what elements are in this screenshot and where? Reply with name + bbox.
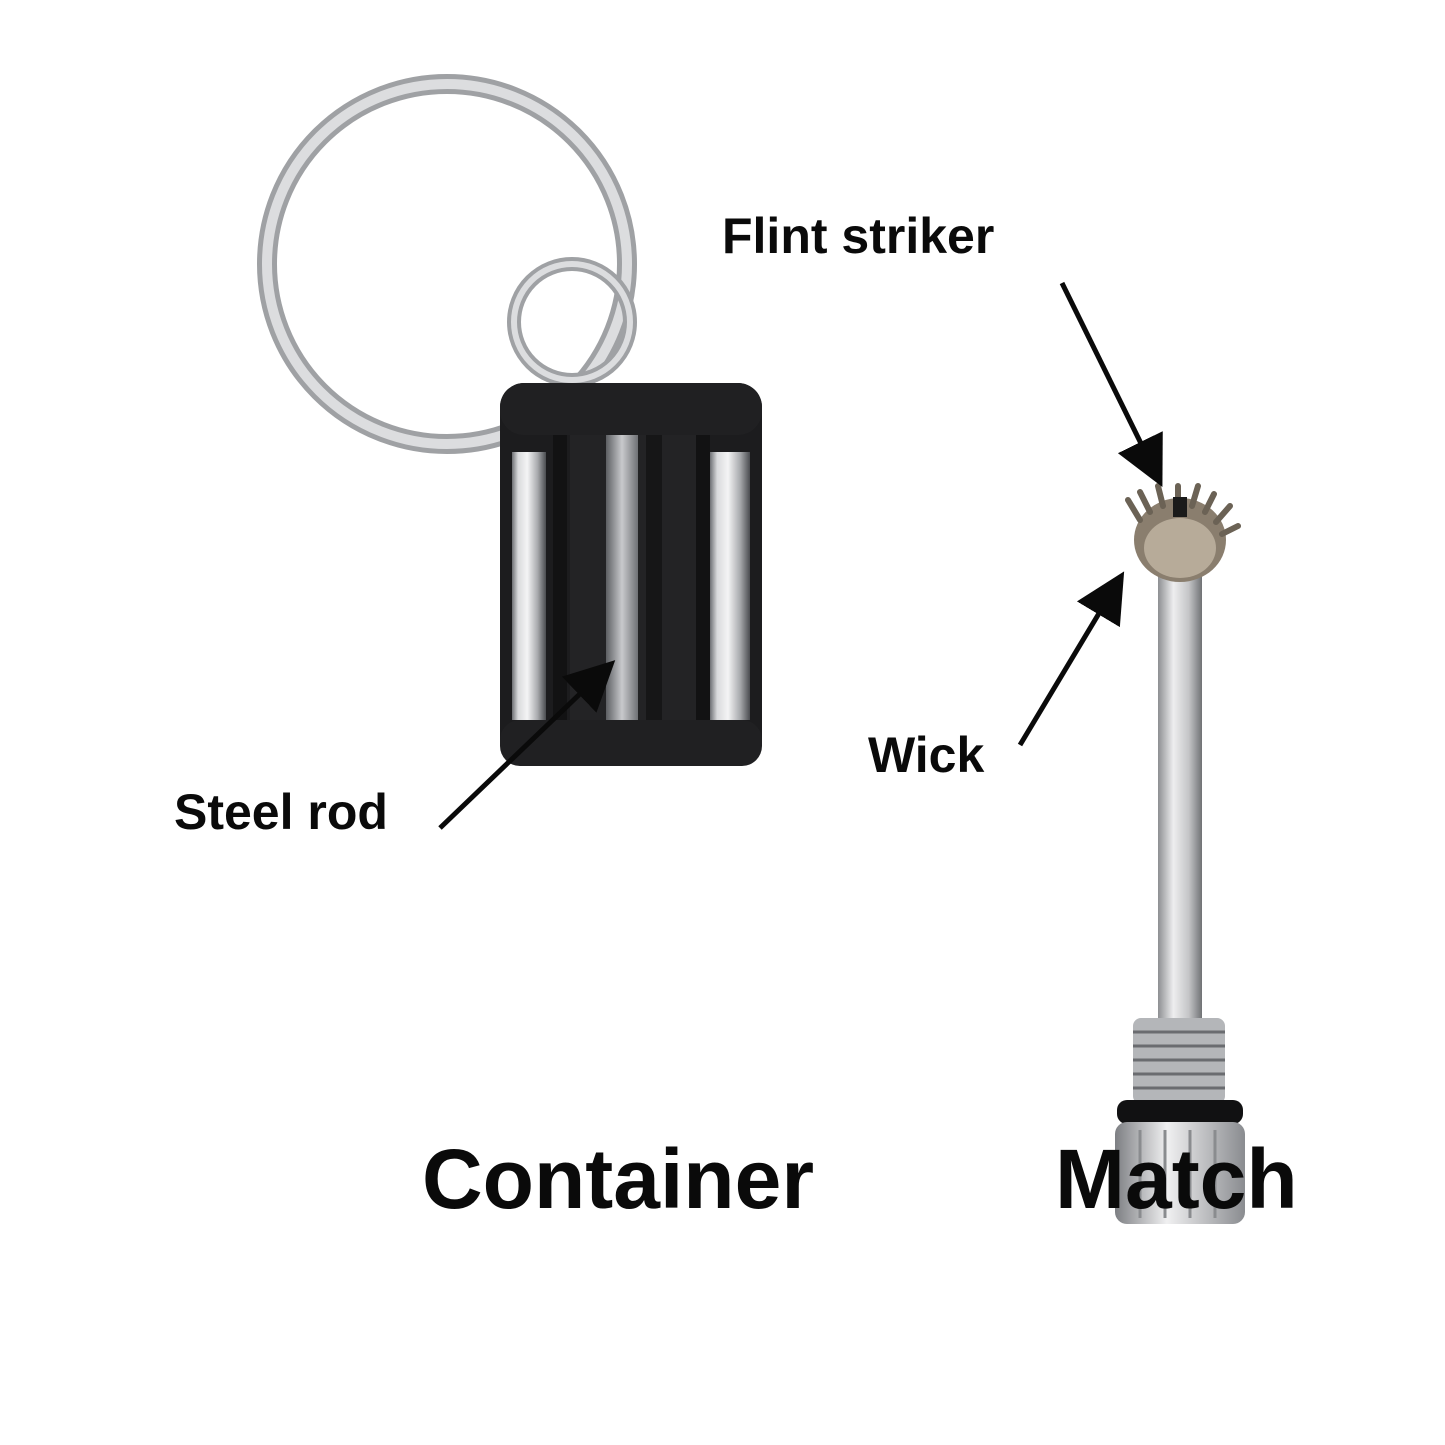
label-steel-rod: Steel rod [174, 784, 388, 840]
thread-icon [1133, 1018, 1225, 1104]
label-flint-striker: Flint striker [722, 208, 995, 264]
wick-tuft-icon [1125, 483, 1241, 582]
label-match: Match [1055, 1132, 1298, 1226]
arrow-steel-rod [438, 660, 616, 830]
small-ring-icon [507, 257, 637, 387]
label-wick: Wick [868, 727, 985, 783]
label-container: Container [422, 1132, 815, 1226]
match-icon [1115, 540, 1245, 1224]
keyring-icon [257, 74, 637, 454]
container-icon [500, 383, 762, 766]
arrow-wick [1017, 571, 1125, 747]
arrow-flint-striker [1059, 281, 1163, 487]
